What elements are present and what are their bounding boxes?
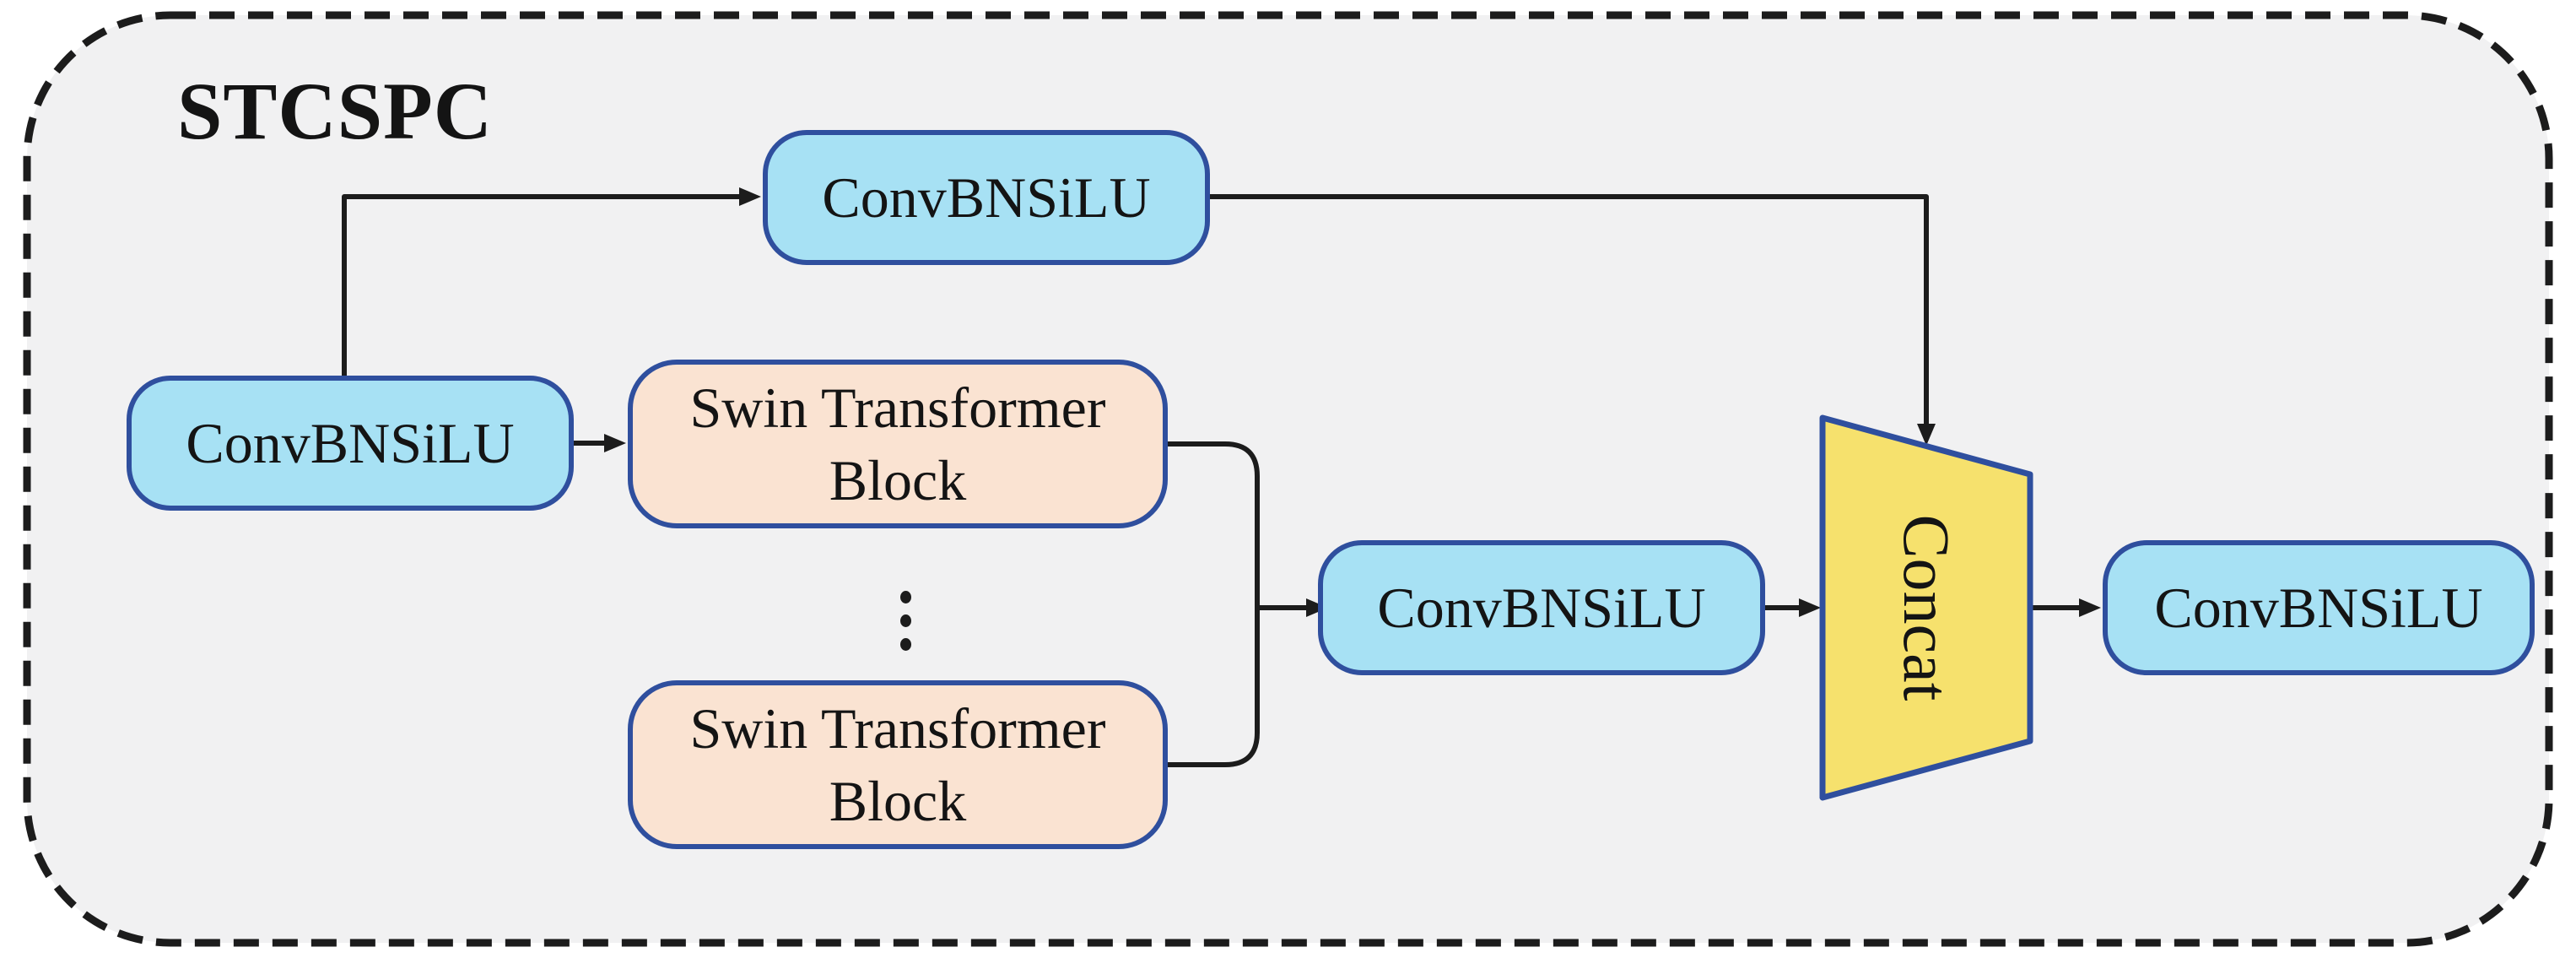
arrow-top-conv-to-concat xyxy=(1210,194,1936,446)
block-conv-top: ConvBNSiLU xyxy=(763,130,1210,265)
ellipsis-dot xyxy=(900,591,911,603)
ellipsis-dot xyxy=(900,638,911,651)
vertical-ellipsis xyxy=(900,591,911,651)
diagram-title: STCSPC xyxy=(177,66,494,156)
block-conv-left-label: ConvBNSiLU xyxy=(186,411,515,475)
concat-label: Concat xyxy=(1821,502,2032,713)
block-conv-top-label: ConvBNSiLU xyxy=(822,165,1151,230)
block-swin-transformer-top: Swin Transformer Block xyxy=(628,360,1168,528)
block-conv-mid-label: ConvBNSiLU xyxy=(1377,576,1706,640)
block-swin-top-label: Swin Transformer Block xyxy=(689,376,1106,512)
arrow-branch-to-top-conv xyxy=(342,187,761,379)
block-conv-right-label: ConvBNSiLU xyxy=(2154,576,2483,640)
block-conv-right: ConvBNSiLU xyxy=(2103,540,2535,675)
block-swin-transformer-bottom: Swin Transformer Block xyxy=(628,680,1168,849)
concat-trapezoid xyxy=(1819,414,2033,801)
block-conv-mid: ConvBNSiLU xyxy=(1318,540,1765,675)
block-conv-left: ConvBNSiLU xyxy=(127,376,574,511)
bracket-swin-outputs-merge xyxy=(1168,441,1260,767)
ellipsis-dot xyxy=(900,614,911,627)
concat-label-text: Concat xyxy=(1890,514,1963,701)
block-swin-bottom-label: Swin Transformer Block xyxy=(689,696,1106,833)
